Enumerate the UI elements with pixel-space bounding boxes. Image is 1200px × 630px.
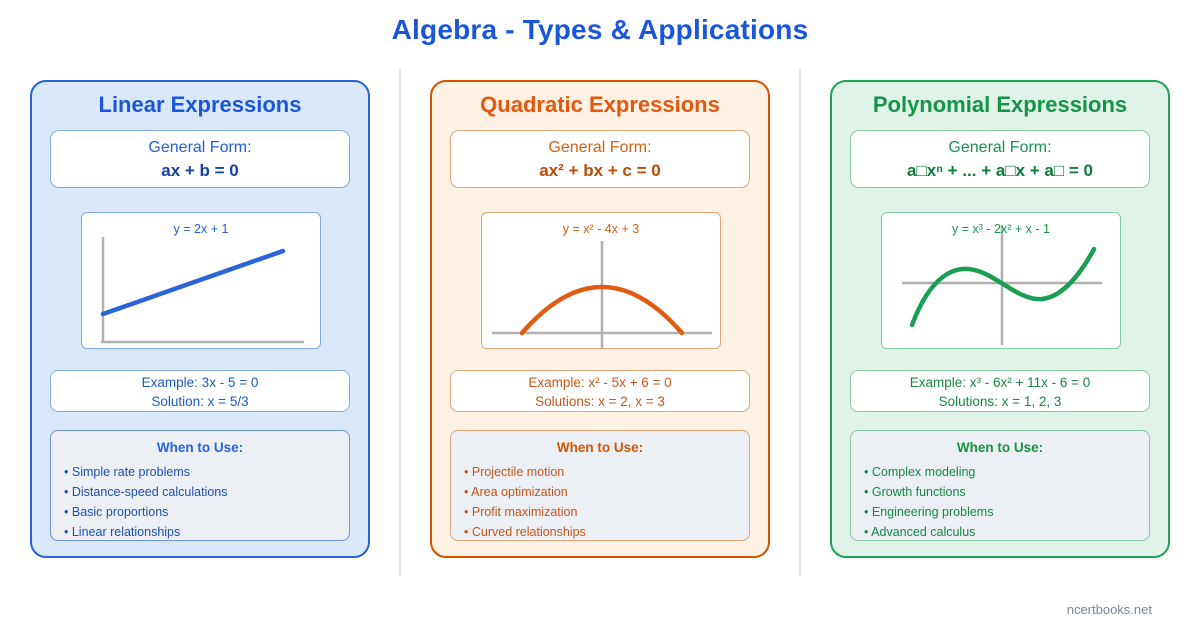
quadratic-graph-plot <box>492 241 712 348</box>
panel-divider <box>799 68 801 576</box>
panel-polynomial: Polynomial Expressions General Form: a□x… <box>830 80 1170 558</box>
when-to-use-box: When to Use: Projectile motion Area opti… <box>450 430 750 541</box>
solution-line: Solutions: x = 2, x = 3 <box>535 394 665 409</box>
general-form-label: General Form: <box>948 139 1052 156</box>
when-to-use-title: When to Use: <box>956 440 1044 455</box>
panel-linear: Linear Expressions General Form: ax + b … <box>30 80 370 558</box>
quadratic-graph-equation-label: y = x² - 4x + 3 <box>562 222 640 236</box>
use-item: Engineering problems <box>864 502 1149 522</box>
general-form-box: General Form: ax² + bx + c = 0 <box>450 130 750 188</box>
use-item: Curved relationships <box>464 522 749 542</box>
linear-graph-equation-label: y = 2x + 1 <box>173 222 229 236</box>
use-item: Linear relationships <box>64 522 349 542</box>
polynomial-graph-plot <box>902 225 1102 345</box>
panel-quadratic-title: Quadratic Expressions <box>480 92 720 117</box>
page-title: Algebra - Types & Applications <box>391 14 809 45</box>
when-to-use-title: When to Use: <box>156 440 244 455</box>
use-item: Distance-speed calculations <box>64 482 349 502</box>
solution-line: Solutions: x = 1, 2, 3 <box>938 394 1062 409</box>
use-item: Advanced calculus <box>864 522 1149 542</box>
linear-graph: y = 2x + 1 <box>81 212 321 349</box>
panel-linear-title: Linear Expressions <box>98 92 302 117</box>
example-line: Example: x² - 5x + 6 = 0 <box>528 375 672 390</box>
when-to-use-list: Simple rate problems Distance-speed calc… <box>51 462 349 542</box>
use-item: Area optimization <box>464 482 749 502</box>
panel-divider <box>399 68 401 576</box>
general-form-label: General Form: <box>148 139 252 156</box>
general-form-formula: a□xⁿ + ... + a□x + a□ = 0 <box>907 161 1093 180</box>
use-item: Complex modeling <box>864 462 1149 482</box>
polynomial-graph: y = x³ - 2x² + x - 1 <box>881 212 1121 349</box>
watermark-text: ncertbooks.net <box>1066 602 1152 617</box>
example-box: Example: x³ - 6x² + 11x - 6 = 0 Solution… <box>850 370 1150 412</box>
example-box: Example: 3x - 5 = 0 Solution: x = 5/3 <box>50 370 350 412</box>
use-item: Basic proportions <box>64 502 349 522</box>
use-item: Projectile motion <box>464 462 749 482</box>
solution-line: Solution: x = 5/3 <box>151 394 249 409</box>
general-form-box: General Form: ax + b = 0 <box>50 130 350 188</box>
general-form-box: General Form: a□xⁿ + ... + a□x + a□ = 0 <box>850 130 1150 188</box>
when-to-use-list: Projectile motion Area optimization Prof… <box>451 462 749 542</box>
use-item: Growth functions <box>864 482 1149 502</box>
when-to-use-box: When to Use: Simple rate problems Distan… <box>50 430 350 541</box>
use-item: Profit maximization <box>464 502 749 522</box>
polynomial-graph-equation-label: y = x³ - 2x² + x - 1 <box>952 222 1050 236</box>
general-form-label: General Form: <box>548 139 652 156</box>
example-box: Example: x² - 5x + 6 = 0 Solutions: x = … <box>450 370 750 412</box>
general-form-formula: ax + b = 0 <box>161 161 239 180</box>
when-to-use-title: When to Use: <box>556 440 644 455</box>
example-line: Example: x³ - 6x² + 11x - 6 = 0 <box>909 375 1091 390</box>
use-item: Simple rate problems <box>64 462 349 482</box>
panel-polynomial-title: Polynomial Expressions <box>872 92 1128 117</box>
when-to-use-list: Complex modeling Growth functions Engine… <box>851 462 1149 542</box>
linear-graph-plot <box>100 237 304 344</box>
when-to-use-box: When to Use: Complex modeling Growth fun… <box>850 430 1150 541</box>
quadratic-graph: y = x² - 4x + 3 <box>481 212 721 349</box>
panel-quadratic: Quadratic Expressions General Form: ax² … <box>430 80 770 558</box>
general-form-formula: ax² + bx + c = 0 <box>539 161 661 180</box>
example-line: Example: 3x - 5 = 0 <box>141 375 259 390</box>
